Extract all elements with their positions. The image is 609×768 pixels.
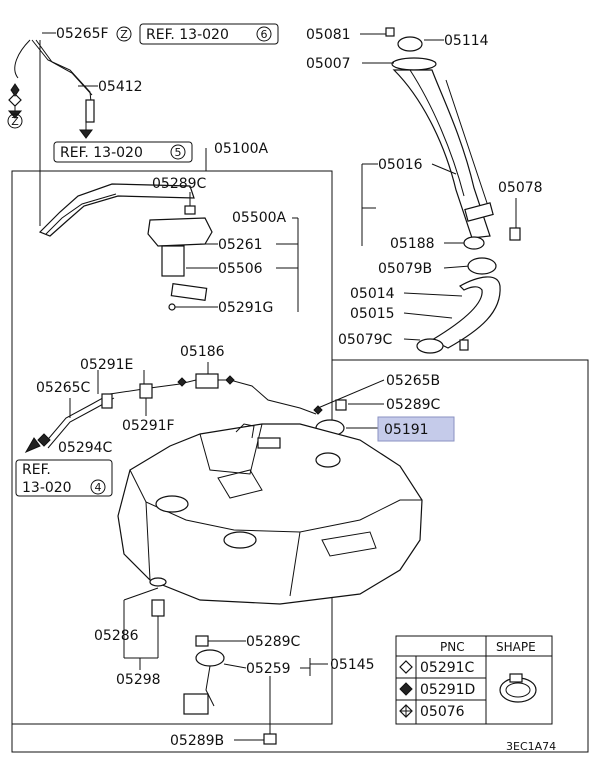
nut-05289C-bottom — [195, 635, 209, 647]
legend-header-pnc: PNC — [440, 640, 465, 654]
vapor-hose — [24, 373, 323, 454]
z-ref-arrow: Z — [7, 83, 23, 129]
label-05289C-bottom[interactable]: 05289C — [246, 634, 301, 650]
pnc-shape-legend: PNC SHAPE 05291C 05291D 05076 — [395, 635, 553, 725]
label-05506[interactable]: 05506 — [218, 261, 263, 277]
legend-row-1[interactable]: 05291C — [420, 660, 475, 676]
marker-solid-diamond — [399, 682, 413, 696]
bolt-05078 — [509, 227, 521, 241]
plug-05286 — [151, 599, 165, 617]
gauge-unit-05259 — [195, 649, 225, 667]
z-marker-label: Z — [11, 115, 19, 128]
label-05015[interactable]: 05015 — [350, 306, 395, 322]
filler-neck-assembly — [385, 27, 494, 250]
label-05078[interactable]: 05078 — [498, 180, 543, 196]
ref-box-4[interactable] — [15, 459, 113, 497]
label-05291F[interactable]: 05291F — [122, 418, 175, 434]
label-05289C-top[interactable]: 05289C — [152, 176, 207, 192]
nut-05289C-top — [184, 205, 196, 215]
label-05188[interactable]: 05188 — [390, 236, 435, 252]
label-05007[interactable]: 05007 — [306, 56, 351, 72]
ref-box-5[interactable] — [53, 141, 193, 163]
label-05100A[interactable]: 05100A — [214, 141, 269, 157]
nut-05289B — [263, 733, 277, 745]
label-05265F[interactable]: 05265F — [56, 26, 109, 42]
diagram-code: 3EC1A74 — [506, 740, 556, 753]
label-05191[interactable]: 05191 — [384, 422, 429, 438]
label-05145[interactable]: 05145 — [330, 657, 375, 673]
z-circle-top — [116, 26, 132, 42]
label-05265B[interactable]: 05265B — [386, 373, 440, 389]
label-05291E[interactable]: 05291E — [80, 357, 133, 373]
label-05289B[interactable]: 05289B — [170, 733, 224, 749]
label-05412[interactable]: 05412 — [98, 79, 143, 95]
label-05265C[interactable]: 05265C — [36, 380, 91, 396]
highlight-05191 — [377, 416, 455, 442]
clamp-05079B — [467, 257, 497, 275]
label-05081[interactable]: 05081 — [306, 27, 351, 43]
label-05079C[interactable]: 05079C — [338, 332, 393, 348]
z-marker-top: Z — [120, 28, 128, 41]
ref-num-5: 5 — [175, 146, 182, 159]
ref-box-6[interactable] — [139, 23, 279, 45]
marker-hollow-diamond — [399, 660, 413, 674]
ref-label-4-line2: 13-020 — [22, 480, 72, 496]
label-05289C-mid[interactable]: 05289C — [386, 397, 441, 413]
nut-05289C-mid — [335, 399, 347, 411]
label-05291G[interactable]: 05291G — [218, 300, 273, 316]
label-05016[interactable]: 05016 — [378, 157, 423, 173]
label-05500A[interactable]: 05500A — [232, 210, 287, 226]
label-05286[interactable]: 05286 — [94, 628, 139, 644]
hose-assembly-05412 — [14, 39, 95, 123]
legend-row-3[interactable]: 05076 — [420, 704, 465, 720]
legend-header-shape: SHAPE — [496, 640, 536, 654]
gasket-05298 — [149, 577, 167, 587]
ref-label-6: REF. 13-020 — [146, 27, 229, 43]
frame-bottom — [11, 359, 589, 753]
fuel-pump-module — [38, 183, 213, 311]
ref-label-5: REF. 13-020 — [60, 145, 143, 161]
label-05014[interactable]: 05014 — [350, 286, 395, 302]
label-05259[interactable]: 05259 — [246, 661, 291, 677]
arrow-to-ref5 — [79, 129, 93, 139]
label-05261[interactable]: 05261 — [218, 237, 263, 253]
ref-label-4-line1: REF. — [22, 462, 51, 478]
fuel-tank-05100A — [117, 423, 423, 605]
ref-num-4: 4 — [95, 481, 102, 494]
hose-05014 — [430, 276, 501, 349]
label-05186[interactable]: 05186 — [180, 344, 225, 360]
label-05298[interactable]: 05298 — [116, 672, 161, 688]
label-05114[interactable]: 05114 — [444, 33, 489, 49]
clamp-05079C — [416, 338, 444, 354]
legend-row-2[interactable]: 05291D — [420, 682, 475, 698]
ref-num-6: 6 — [261, 28, 268, 41]
label-05079B[interactable]: 05079B — [378, 261, 432, 277]
label-05294C[interactable]: 05294C — [58, 440, 113, 456]
